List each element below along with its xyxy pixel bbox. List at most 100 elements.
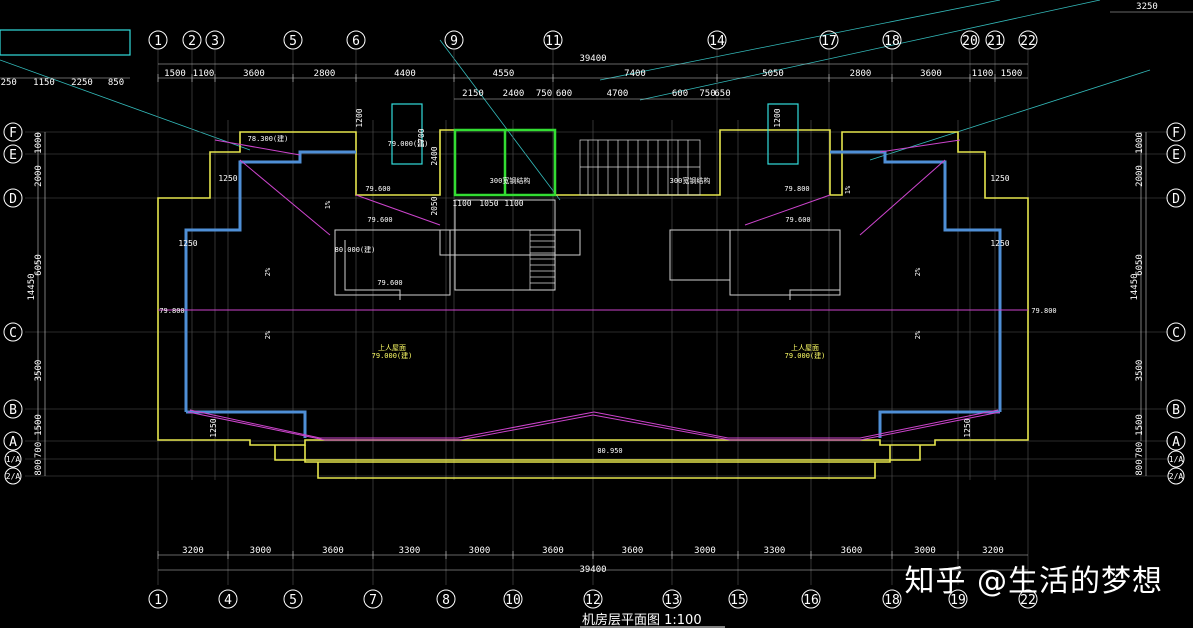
axis-bubble-side — [1166, 144, 1186, 164]
small-dim: 1250 — [178, 239, 197, 248]
axis-label-top: 14 — [709, 34, 725, 49]
axis-label-bottom: 16 — [803, 593, 819, 608]
top-segment-dim: 1100 — [193, 69, 215, 79]
bottom-segment-dim: 3600 — [542, 546, 564, 556]
level-label: 79.800 — [159, 307, 184, 315]
axis-label-top: 6 — [352, 34, 360, 49]
axis-label-side: D — [9, 192, 17, 207]
level-label: 79.600 — [367, 216, 392, 224]
topleft-dim: 3250 — [0, 78, 17, 88]
side-dim: 800 — [1135, 459, 1145, 475]
axis-label-side: 1/A — [6, 455, 21, 464]
axis-bubble-top — [148, 30, 168, 50]
axis-bubble-top — [882, 30, 902, 50]
roof-label: 上人屋面 — [791, 343, 819, 352]
top-inner-dim: 750 — [699, 89, 715, 99]
axis-bubble-bottom — [1018, 589, 1038, 609]
side-dim: 700 — [1135, 442, 1145, 458]
side-dim: 1000 — [34, 132, 44, 154]
stair-note: 300宽钢结构 — [670, 176, 711, 185]
axis-label-side: 1/A — [1169, 455, 1184, 464]
level-label: 79.800 — [784, 185, 809, 193]
axis-label-top: 3 — [211, 34, 219, 49]
axis-bubble-bottom — [583, 589, 603, 609]
topleft-dim: 1150 — [33, 78, 55, 88]
axis-bubble-side — [1166, 122, 1186, 142]
axis-label-bottom: 18 — [884, 593, 900, 608]
axis-bubble-top — [1018, 30, 1038, 50]
slope-label: 2% — [914, 267, 922, 276]
axis-label-side: C — [1172, 326, 1180, 341]
bottom-segment-dim: 3200 — [982, 546, 1004, 556]
axis-bubble-bottom — [662, 589, 682, 609]
top-overall-dim: 39400 — [579, 54, 606, 64]
axis-bubble-side — [3, 431, 23, 451]
axis-label-top: 22 — [1020, 34, 1036, 49]
axis-label-top: 5 — [289, 34, 297, 49]
slope-label: 2% — [264, 267, 272, 276]
level-label: 79.800 — [1031, 307, 1056, 315]
axis-label-top: 17 — [821, 34, 837, 49]
axis-bubble-side — [4, 450, 22, 468]
axis-label-bottom: 10 — [505, 593, 521, 608]
axis-bubble-side — [1166, 399, 1186, 419]
axis-bubble-bottom — [363, 589, 383, 609]
roof-label: 79.000(建) — [785, 351, 826, 360]
side-total-dim: 14450 — [1130, 273, 1140, 300]
axis-label-side: A — [9, 435, 17, 450]
axis-bubble-top — [960, 30, 980, 50]
axis-bubble-top — [543, 30, 563, 50]
axis-label-top: 2 — [188, 34, 196, 49]
bottom-segment-dim: 3300 — [399, 546, 421, 556]
axis-bubble-side — [1167, 450, 1185, 468]
topright-dim: 3250 — [1136, 2, 1158, 12]
axis-bubble-top — [283, 30, 303, 50]
drawing-title: 机房层平面图 1:100 — [582, 612, 702, 628]
axis-bubble-side — [3, 144, 23, 164]
level-label: 79.000(建) — [388, 139, 429, 148]
axis-bubble-top — [205, 30, 225, 50]
axis-label-side: 2/A — [6, 472, 21, 481]
top-segment-dim: 1100 — [972, 69, 994, 79]
axis-label-bottom: 5 — [289, 593, 297, 608]
side-total-dim: 14450 — [27, 273, 37, 300]
side-dim: 6050 — [1135, 254, 1145, 276]
level-label: 78.300(建) — [248, 134, 289, 143]
axis-label-bottom: 22 — [1020, 593, 1036, 608]
side-dim: 3500 — [34, 360, 44, 382]
top-inner-dim: 600 — [672, 89, 688, 99]
roof-label: 79.000(建) — [372, 351, 413, 360]
bottom-segment-dim: 3600 — [841, 546, 863, 556]
axis-label-side: F — [1172, 126, 1180, 141]
bottom-overall-dim: 39400 — [579, 565, 606, 575]
topleft-dim: 2250 — [71, 78, 93, 88]
bottom-segment-dim: 3200 — [182, 546, 204, 556]
vent-shafts — [0, 29, 799, 165]
top-segment-dim: 7400 — [624, 69, 646, 79]
level-label: 79.600 — [785, 216, 810, 224]
top-segment-dim: 3600 — [243, 69, 265, 79]
slope-label: 2% — [264, 330, 272, 339]
bottom-segment-dim: 3600 — [322, 546, 344, 556]
small-dim: 1100 — [504, 199, 523, 208]
axis-label-side: 2/A — [1169, 472, 1184, 481]
parapet-line — [184, 150, 1002, 438]
small-dim: 1250 — [218, 174, 237, 183]
axis-bubble-top — [819, 30, 839, 50]
small-dim: 1100 — [452, 199, 471, 208]
axis-bubble-bottom — [283, 589, 303, 609]
slope-label: 1% — [324, 200, 332, 209]
axis-bubble-bottom — [218, 589, 238, 609]
level-label: 80.950 — [597, 447, 622, 455]
top-segment-dim: 1500 — [1001, 69, 1023, 79]
axis-label-side: C — [9, 326, 17, 341]
axis-label-top: 21 — [987, 34, 1003, 49]
axis-label-bottom: 15 — [730, 593, 746, 608]
side-dim: 2000 — [1135, 165, 1145, 187]
axis-bubble-bottom — [503, 589, 523, 609]
axis-bubble-bottom — [801, 589, 821, 609]
axis-label-top: 11 — [545, 34, 561, 49]
